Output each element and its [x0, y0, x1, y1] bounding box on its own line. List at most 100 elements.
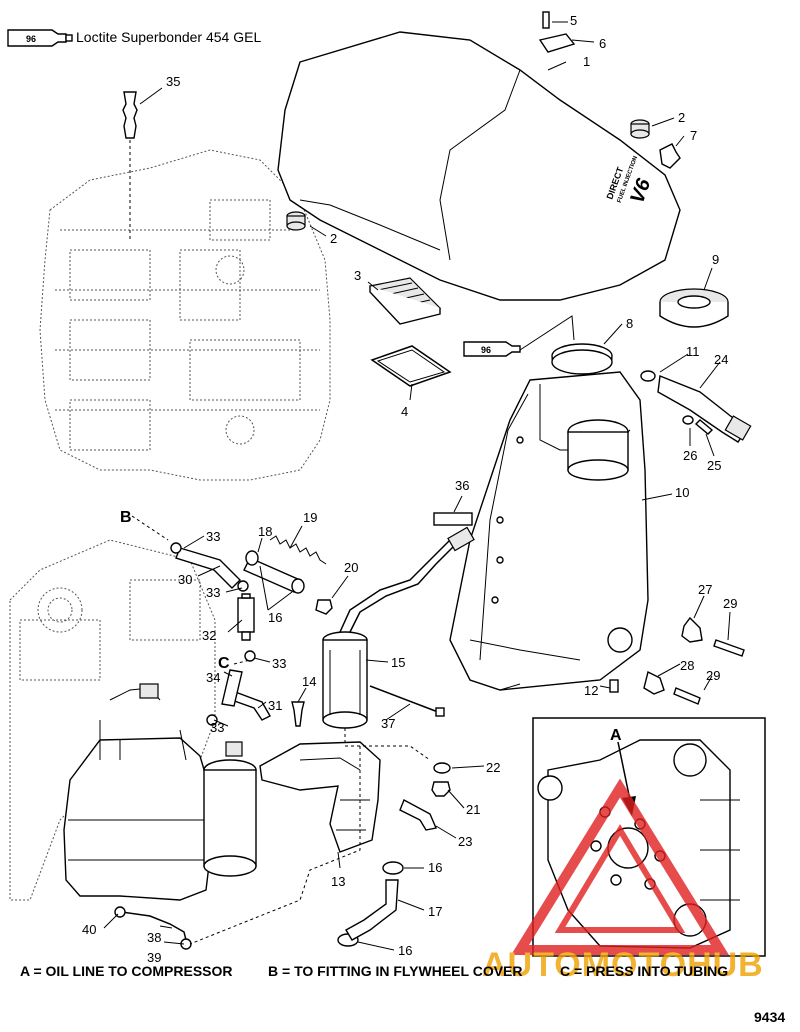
- o-ring-22: [433, 762, 451, 774]
- tube-on-part-label: 96: [481, 345, 491, 355]
- part-label-33d: 33: [210, 720, 224, 735]
- silencer-cap: [659, 288, 729, 328]
- part-label-3: 3: [354, 268, 361, 283]
- part-label-16c: 16: [398, 943, 412, 958]
- part-label-12: 12: [584, 683, 598, 698]
- part-label-14: 14: [302, 674, 316, 689]
- watermark-text: AUTOMOTOHUB: [482, 946, 764, 984]
- hose-clamp-16: [337, 861, 404, 947]
- ref-letter-c: C: [218, 655, 230, 672]
- part-label-37: 37: [381, 716, 395, 731]
- sensor-o-ring: [640, 370, 656, 382]
- drain-plug: [609, 679, 619, 693]
- inline-filter: [237, 593, 255, 641]
- engine-block-ghost: [39, 149, 331, 481]
- hose-barb-fitting: [122, 91, 138, 240]
- part-label-35: 35: [166, 74, 180, 89]
- crankcase-ghost: [9, 539, 216, 901]
- loctite-tube-callout: 96: [463, 315, 575, 357]
- part-label-7: 7: [690, 128, 697, 143]
- air-filter: [368, 277, 442, 325]
- loctite-legend: 96 Loctite Superbonder 454 GEL: [7, 29, 261, 47]
- part-label-30: 30: [178, 572, 192, 587]
- fuel-pump: [322, 526, 475, 729]
- tubing-34: [221, 669, 243, 707]
- grommet-part-upper: [630, 119, 650, 139]
- ref-letter-a: A: [610, 727, 622, 744]
- part-label-5: 5: [570, 13, 577, 28]
- bracket-clamp-27: [681, 616, 703, 643]
- ref-letter-b: B: [120, 509, 132, 526]
- vapor-separator-housing: [449, 371, 649, 691]
- part-label-33c: 33: [272, 656, 286, 671]
- legend-text: Loctite Superbonder 454 GEL: [76, 29, 261, 45]
- part-label-4: 4: [401, 404, 408, 419]
- hose-30: [175, 547, 241, 589]
- part-label-21: 21: [466, 802, 480, 817]
- part-label-17: 17: [428, 904, 442, 919]
- part-label-36: 36: [455, 478, 469, 493]
- decal-strip: [433, 512, 473, 526]
- screw-29-upper: [713, 639, 745, 657]
- part-label-33a: 33: [206, 529, 220, 544]
- part-label-2a: 2: [678, 110, 685, 125]
- pump-bracket: [259, 741, 381, 853]
- fitting-21: [431, 781, 451, 797]
- clip-part: [538, 33, 576, 53]
- part-labels: 1 2 2 3 4 5 6 7 8 9 10 11 12 13 14 15 16…: [82, 13, 737, 965]
- part-label-39: 39: [147, 950, 161, 965]
- part-label-33b: 33: [206, 585, 220, 600]
- part-label-10: 10: [675, 485, 689, 500]
- part-label-31: 31: [268, 698, 282, 713]
- part-label-24: 24: [714, 352, 728, 367]
- watermark-logo: [511, 778, 729, 955]
- hose-23: [399, 799, 437, 831]
- tie-strap: [369, 685, 445, 717]
- elbow-fitting: [315, 599, 333, 615]
- part-label-28: 28: [680, 658, 694, 673]
- part-label-18: 18: [258, 524, 272, 539]
- tube-label: 96: [26, 34, 36, 44]
- part-label-29a: 29: [723, 596, 737, 611]
- part-label-6: 6: [599, 36, 606, 51]
- figure-number: 9434: [754, 1009, 785, 1025]
- hose-17: [345, 879, 399, 941]
- sensor-part: [657, 375, 752, 443]
- bracket-clamp-28: [643, 670, 665, 695]
- leader-lines: [103, 21, 731, 951]
- loctite-tube-icon: 96: [7, 29, 73, 47]
- part-label-22: 22: [486, 760, 500, 775]
- part-label-20: 20: [344, 560, 358, 575]
- part-label-9: 9: [712, 252, 719, 267]
- pin-part: [542, 11, 550, 29]
- sensor-screw: [694, 419, 714, 435]
- part-label-8: 8: [626, 316, 633, 331]
- fitting-part: [659, 143, 681, 169]
- footnotes: A = OIL LINE TO COMPRESSOR B = TO FITTIN…: [20, 963, 728, 979]
- part-label-40: 40: [82, 922, 96, 937]
- hose-clamp-upper: [245, 550, 305, 594]
- part-label-16a: 16: [268, 610, 282, 625]
- hose-spring: [269, 535, 327, 565]
- part-label-27: 27: [698, 582, 712, 597]
- part-label-38: 38: [147, 930, 161, 945]
- part-label-19: 19: [303, 510, 317, 525]
- screw-29-lower: [673, 687, 701, 705]
- part-label-25: 25: [707, 458, 721, 473]
- part-label-16b: 16: [428, 860, 442, 875]
- part-label-15: 15: [391, 655, 405, 670]
- grommet-part-lower: [286, 211, 306, 231]
- part-label-1: 1: [583, 54, 590, 69]
- silencer-seal: [551, 343, 613, 375]
- part-label-26: 26: [683, 448, 697, 463]
- sensor-washer: [682, 415, 694, 425]
- fuel-rail-assembly: [63, 683, 257, 901]
- watermark: AUTOMOTOHUB: [482, 778, 764, 984]
- bolt-14: [291, 701, 305, 727]
- filter-gasket: [370, 345, 452, 387]
- part-label-23: 23: [458, 834, 472, 849]
- footnote-c: C = PRESS INTO TUBING: [560, 963, 728, 979]
- engine-top-cover: DIRECT FUEL INJECTION V6: [277, 31, 681, 301]
- part-label-13: 13: [331, 874, 345, 889]
